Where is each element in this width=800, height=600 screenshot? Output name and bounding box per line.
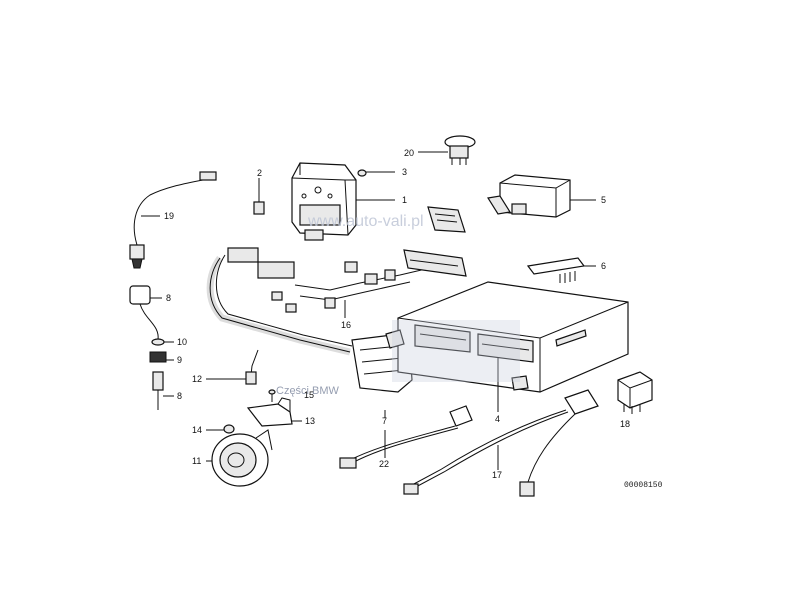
watermark: www.auto-vali.pl Części BMW: [276, 213, 520, 397]
part-12-clip[interactable]: [206, 349, 259, 385]
watermark-site: www.auto-vali.pl: [307, 213, 424, 230]
part-20-sensor[interactable]: [418, 135, 476, 165]
part-5-module[interactable]: [487, 174, 596, 218]
watermark-caption: Części BMW: [276, 385, 340, 397]
callout-13[interactable]: 13: [305, 416, 315, 426]
callout-18[interactable]: 18: [620, 419, 630, 429]
connector-block[interactable]: [427, 206, 466, 233]
part-9-sensor-body[interactable]: [149, 351, 174, 363]
callout-5[interactable]: 5: [601, 195, 606, 205]
callout-19[interactable]: 19: [164, 211, 174, 221]
callout-8-lower[interactable]: 8: [177, 391, 182, 401]
callout-15[interactable]: 15: [304, 390, 314, 400]
callout-14[interactable]: 14: [192, 425, 202, 435]
callout-4[interactable]: 4: [495, 414, 500, 424]
part-22-cable[interactable]: [339, 405, 473, 469]
callout-20[interactable]: 20: [404, 148, 414, 158]
callout-16[interactable]: 16: [341, 320, 351, 330]
callout-1[interactable]: 1: [402, 195, 407, 205]
callout-9[interactable]: 9: [177, 355, 182, 365]
callout-3[interactable]: 3: [402, 167, 407, 177]
part-17-cable[interactable]: [403, 389, 599, 497]
part-16-wiring-harness[interactable]: [206, 247, 467, 393]
callout-8-upper[interactable]: 8: [166, 293, 171, 303]
part-19-sensor-lead[interactable]: [129, 171, 217, 269]
part-14-bolt[interactable]: [206, 424, 235, 434]
part-11-horn[interactable]: [206, 429, 273, 487]
callout-22[interactable]: 22: [379, 459, 389, 469]
part-13-bracket[interactable]: [246, 397, 302, 427]
callout-2[interactable]: 2: [257, 168, 262, 178]
part-2-plug[interactable]: [253, 178, 265, 215]
callout-11[interactable]: 11: [192, 456, 201, 466]
callout-10[interactable]: 10: [177, 337, 187, 347]
part-6-bracket[interactable]: [526, 257, 596, 283]
part-15-screw[interactable]: [268, 389, 276, 402]
part-10-washer[interactable]: [151, 338, 174, 346]
part-3-screw[interactable]: [357, 169, 395, 177]
callout-6[interactable]: 6: [601, 261, 606, 271]
part-8-lower-sensor[interactable]: [152, 371, 174, 410]
diagram-reference-number: 00008150: [624, 481, 663, 490]
callout-7[interactable]: 7: [382, 416, 387, 426]
part-18-relay[interactable]: [617, 371, 653, 414]
part-1-control-unit[interactable]: [291, 162, 395, 241]
part-8-upper-sensor[interactable]: [129, 285, 162, 341]
callout-12[interactable]: 12: [192, 374, 202, 384]
callout-17[interactable]: 17: [492, 470, 502, 480]
part-4-control-module[interactable]: [385, 281, 629, 412]
